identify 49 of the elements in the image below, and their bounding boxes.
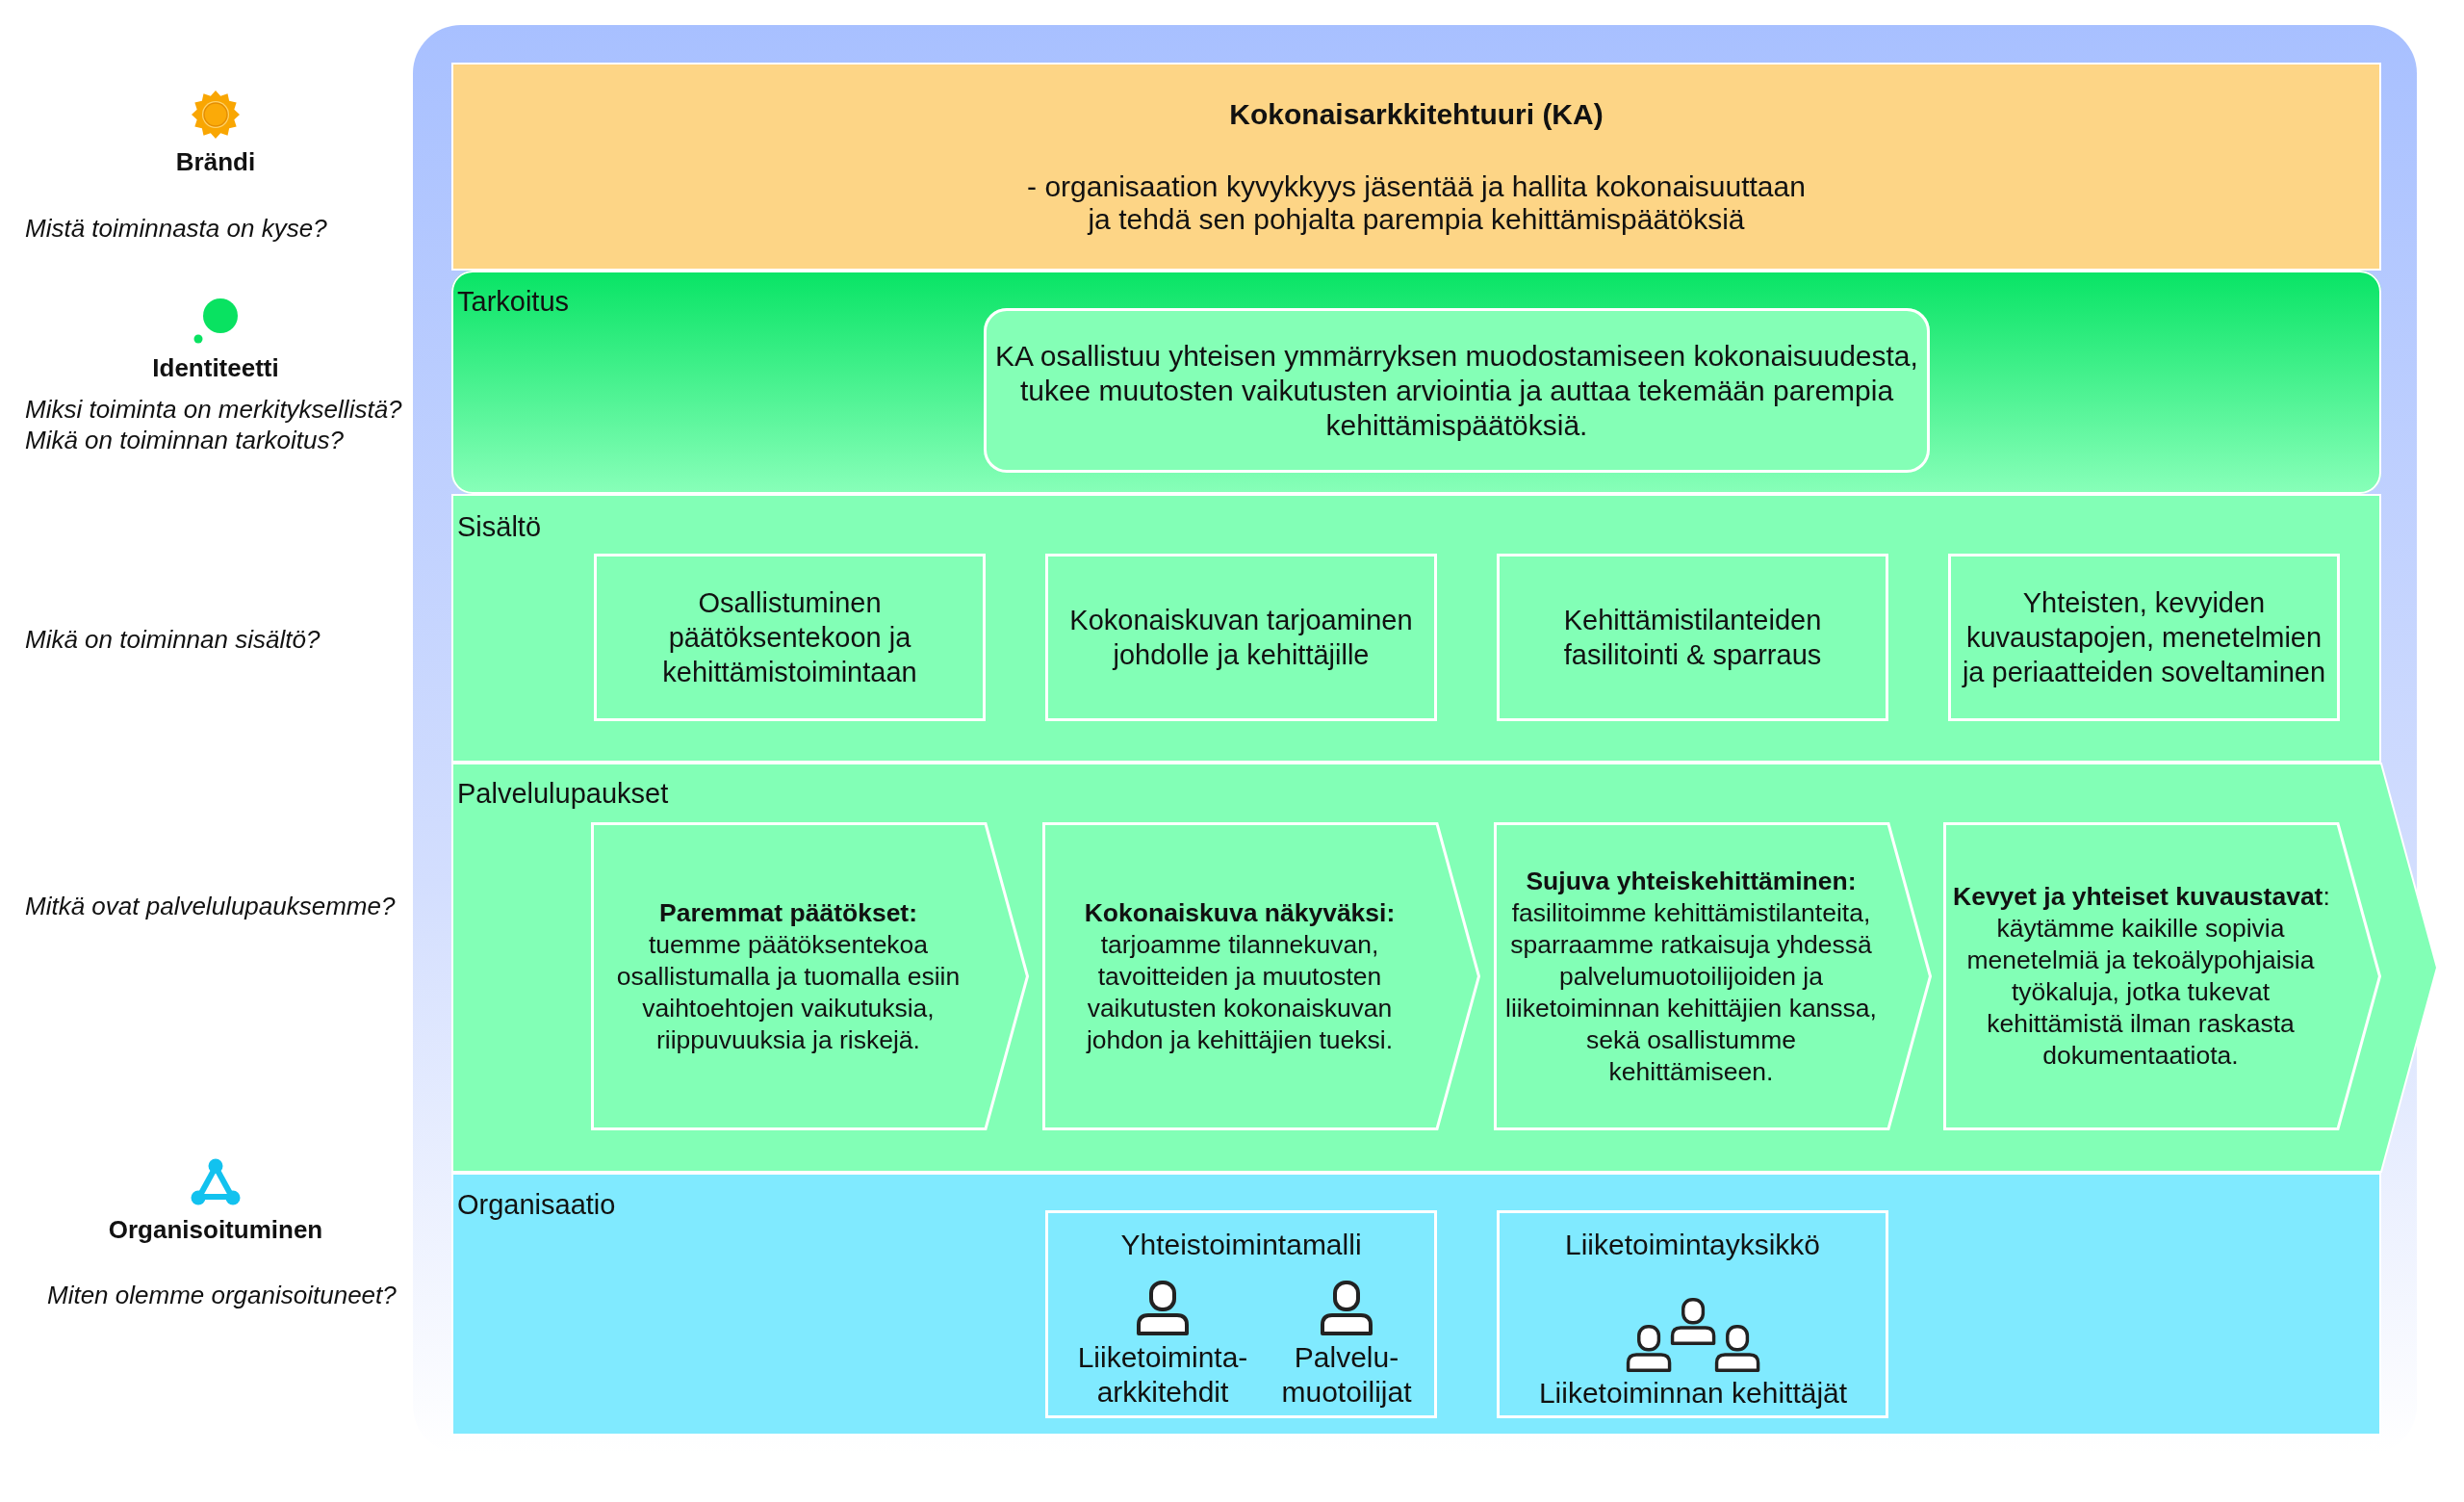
content-text: Yhteisten, kevyiden kuvaustapojen, menetelmien ja periaatteiden soveltaminen bbox=[1961, 586, 2327, 689]
header-panel bbox=[451, 63, 2381, 271]
promise-text: käytämme kaikille sopivia menetelmiä ja tekoälypohjaisia työkaluja, jotka tukevat kehittämistä ilman raskasta dokumentaatiota. bbox=[1965, 913, 2316, 1072]
unit-box bbox=[1497, 1210, 1888, 1418]
section-band bbox=[451, 494, 2381, 763]
guiding-question: Mistä toiminnasta on kyse? bbox=[25, 213, 327, 244]
role-label: Liiketoiminnan kehittäjät bbox=[1538, 1376, 1848, 1411]
unit-title: Liiketoimintayksikkö bbox=[1564, 1228, 1821, 1262]
guiding-question: Miksi toiminta on merkityksellistä? bbox=[25, 394, 402, 425]
promise-heading: Sujuva yhteiskehittäminen: bbox=[1526, 865, 1857, 897]
guiding-question: Mikä on toiminnan sisältö? bbox=[25, 624, 321, 655]
guiding-question: Miten olemme organisoituneet? bbox=[47, 1280, 397, 1310]
step-panel bbox=[1494, 822, 1932, 1130]
purpose-text: KA osallistuu yhteisen ymmärryksen muodostamiseen kokonaisuudesta, tukee muutosten vaikutusten arviointia ja auttaa tekemään parempia kehittämispäätöksiä. bbox=[994, 338, 1919, 443]
step-panel bbox=[1042, 822, 1480, 1130]
header-text: - organisaation kyvykkyys jäsentää ja hallita kokonaisuuttaan ja tehdä sen pohjalta parempia kehittämispäätöksiä bbox=[1026, 170, 1807, 236]
content-box bbox=[594, 554, 986, 721]
guiding-question: Mitkä ovat palvelulupauksemme? bbox=[25, 891, 396, 921]
layer-heading: Organisoituminen bbox=[108, 1214, 323, 1245]
content-text: Kokonaiskuvan tarjoaminen johdolle ja kehittäjille bbox=[1068, 604, 1414, 672]
band-title: Tarkoitus bbox=[457, 285, 570, 318]
step-panel bbox=[1943, 822, 2381, 1130]
layer-heading: Identiteetti bbox=[152, 352, 279, 383]
purpose-box bbox=[984, 308, 1930, 473]
promise-heading: Kevyet ja yhteiset kuvaustavat: bbox=[1953, 881, 2330, 913]
content-text: Osallistuminen päätöksentekoon ja kehittämistoimintaan bbox=[661, 586, 918, 689]
promise-text: tuemme päätöksentekoa osallistumalla ja tuomalla esiin vaihtoehtojen vaikutuksia, riippuvuuksia ja riskejä. bbox=[615, 928, 962, 1056]
section-band bbox=[451, 1173, 2381, 1436]
step-panel bbox=[591, 822, 1029, 1130]
content-text: Kehittämistilanteiden fasilitointi & sparraus bbox=[1562, 604, 1823, 672]
promise-text: tarjoamme tilannekuvan, tavoitteiden ja muutosten vaikutusten kokonaiskuvan johdon ja kehittäjien tueksi. bbox=[1085, 928, 1395, 1056]
content-box bbox=[1045, 554, 1437, 721]
role-label: Liiketoiminta-arkkitehdit bbox=[1076, 1340, 1249, 1410]
unit-box bbox=[1045, 1210, 1437, 1418]
role-label: Palvelu-muotoilijat bbox=[1280, 1340, 1413, 1410]
layer-heading: Brändi bbox=[175, 146, 256, 177]
section-band bbox=[451, 763, 2438, 1173]
guiding-question: Mikä on toiminnan tarkoitus? bbox=[25, 425, 344, 455]
band-title: Palvelulupaukset bbox=[457, 777, 669, 810]
unit-title: Yhteistoimintamalli bbox=[1120, 1228, 1362, 1262]
section-band bbox=[451, 271, 2381, 494]
band-title: Sisältö bbox=[457, 510, 542, 543]
band-title: Organisaatio bbox=[457, 1188, 616, 1221]
header-title: Kokonaisarkkitehtuuri (KA) bbox=[1229, 97, 1604, 132]
promise-heading: Paremmat päätökset: bbox=[658, 896, 918, 929]
promise-heading: Kokonaiskuva näkyväksi: bbox=[1084, 896, 1396, 929]
content-box bbox=[1948, 554, 2340, 721]
content-box bbox=[1497, 554, 1888, 721]
promise-text: fasilitoimme kehittämistilanteita, sparraamme ratkaisuja yhdessä palvelumuotoilijoiden ja liiketoiminnan kehittäjien kanssa, sekä osallistumme kehittämiseen. bbox=[1504, 896, 1878, 1088]
